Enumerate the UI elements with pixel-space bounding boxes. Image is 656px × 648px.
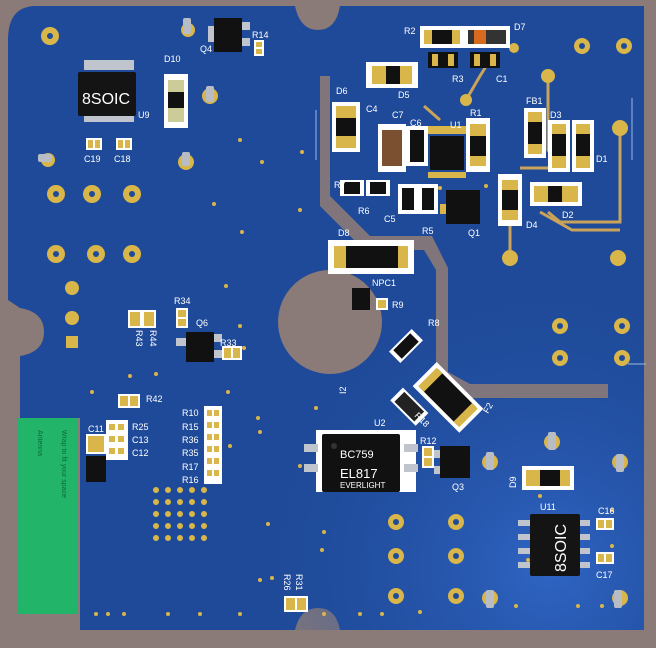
via-grid <box>153 487 207 541</box>
label-r12: R12 <box>420 436 437 446</box>
label-r9: R9 <box>392 300 404 310</box>
label-d5: D5 <box>398 90 410 100</box>
label-d3: D3 <box>550 110 562 120</box>
antenna-pad <box>18 418 78 614</box>
label-r15: R15 <box>182 422 199 432</box>
label-d7: D7 <box>514 22 526 32</box>
label-r14: R14 <box>252 30 269 40</box>
label-u11: U11 <box>540 502 556 512</box>
label-c5: C5 <box>384 214 396 224</box>
label-r44: R44 <box>148 330 158 347</box>
label-f2: F2 <box>481 401 495 415</box>
silkscreen-labels: Q4 R14 R2 D7 D10 U9 C19 C18 R3 C1 D5 D6 … <box>84 22 615 591</box>
u2-label-bc759: BC759 <box>340 449 374 461</box>
isolation-slot <box>320 76 608 398</box>
label-r10: R10 <box>182 408 199 418</box>
label-r25: R25 <box>132 422 149 432</box>
u2-label-el817: EL817 <box>340 466 378 481</box>
label-r8: R8 <box>428 318 440 328</box>
label-d8: D8 <box>338 228 350 238</box>
label-r16: R16 <box>182 475 199 485</box>
label-d1: D1 <box>596 154 608 164</box>
label-r6: R6 <box>358 206 370 216</box>
small-vias <box>90 104 614 616</box>
label-npc1: NPC1 <box>372 278 396 288</box>
u9-package-marking: 8SOIC <box>82 91 130 108</box>
label-r43: R43 <box>134 330 144 347</box>
u11-chip: 8SOIC <box>518 514 590 576</box>
u2-label-everlight: EVERLIGHT <box>340 481 385 490</box>
mounting-cutout <box>278 270 382 374</box>
label-r35: R35 <box>182 448 199 458</box>
label-i2: I2 <box>338 386 348 394</box>
label-fb1: FB1 <box>526 96 543 106</box>
board-outline <box>315 98 646 365</box>
label-u2: U2 <box>374 418 386 428</box>
label-c7: C7 <box>392 110 404 120</box>
label-r17: R17 <box>182 462 199 472</box>
label-u9: U9 <box>138 110 150 120</box>
label-c19: C19 <box>84 154 101 164</box>
antenna-note: Wrap to fit your space <box>60 430 67 498</box>
label-c12: C12 <box>132 448 149 458</box>
label-q6: Q6 <box>196 318 208 328</box>
label-c1: C1 <box>496 74 508 84</box>
label-r33: R33 <box>220 338 237 348</box>
label-r31: R31 <box>294 574 304 591</box>
label-r36: R36 <box>182 435 199 445</box>
u2-chip: BC759 EL817 EVERLIGHT <box>304 430 418 492</box>
u11-package-marking: 8SOIC <box>553 524 570 572</box>
label-r7: R7 <box>334 180 346 190</box>
u9-chip: 8SOIC <box>78 60 136 122</box>
label-r42: R42 <box>146 394 163 404</box>
component-leads <box>38 18 624 608</box>
label-d6: D6 <box>336 86 348 96</box>
label-r26: R26 <box>282 574 292 591</box>
antenna-label: Antenna <box>36 430 43 456</box>
label-c17: C17 <box>596 570 613 580</box>
label-c6: C6 <box>410 118 422 128</box>
label-d9: D9 <box>508 476 518 488</box>
label-r5: R5 <box>422 226 434 236</box>
label-u1: U1 <box>450 120 462 130</box>
label-r2: R2 <box>404 26 416 36</box>
label-q4: Q4 <box>200 44 212 54</box>
label-q3: Q3 <box>452 482 464 492</box>
label-d10: D10 <box>164 54 181 64</box>
label-d2: D2 <box>562 210 574 220</box>
smd-components: 8SOIC <box>78 18 614 612</box>
label-c18: C18 <box>114 154 131 164</box>
label-c4: C4 <box>366 104 378 114</box>
label-r34: R34 <box>174 296 191 306</box>
label-c11: C11 <box>88 424 104 434</box>
label-c13: C13 <box>132 435 149 445</box>
label-r3: R3 <box>452 74 464 84</box>
label-q1: Q1 <box>468 228 480 238</box>
label-d4: D4 <box>526 220 538 230</box>
label-r1: R1 <box>470 108 482 118</box>
label-c16: C16 <box>598 506 615 516</box>
